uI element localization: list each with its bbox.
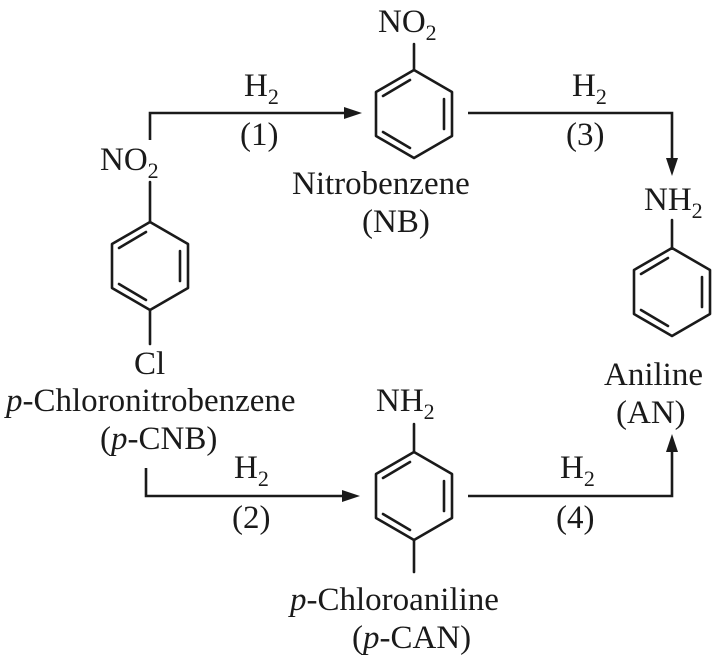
molecule-pcan: NH2 p-Chloroaniline (p-CAN)	[288, 383, 499, 656]
reaction-arrow-3: H2 (3)	[468, 68, 678, 176]
an-name: Aniline	[604, 357, 703, 393]
reaction-2-reagent: H2	[234, 450, 269, 491]
pcnb-benzene-ring	[110, 220, 190, 312]
reaction-4-step: (4)	[556, 500, 594, 536]
pcnb-name: p-Chloronitrobenzene	[4, 383, 296, 419]
reaction-arrow-2: H2 (2)	[144, 450, 360, 536]
reaction-3-reagent: H2	[572, 68, 607, 109]
pcnb-abbreviation: (p-CNB)	[100, 421, 217, 457]
pcnb-nitro-label: NO2	[100, 142, 159, 183]
nb-nitro-label: NO2	[378, 4, 437, 45]
an-benzene-ring	[632, 246, 712, 338]
pcan-benzene-ring	[374, 450, 454, 542]
an-abbreviation: (AN)	[616, 395, 686, 431]
reaction-4-reagent: H2	[560, 450, 595, 491]
reaction-arrow-4: H2 (4)	[468, 434, 678, 536]
nb-abbreviation: (NB)	[362, 204, 430, 240]
reaction-2-step: (2)	[232, 500, 270, 536]
molecule-pcnb: NO2 Cl p-Chloronitrobenzene (p-CNB)	[4, 142, 296, 457]
pcan-abbreviation: (p-CAN)	[352, 620, 471, 656]
reaction-1-step: (1)	[240, 117, 278, 153]
an-amino-label: NH2	[644, 182, 703, 223]
pcnb-chloro-label: Cl	[134, 346, 165, 382]
pcan-amino-label: NH2	[376, 383, 435, 424]
nb-name: Nitrobenzene	[292, 166, 470, 202]
reaction-3-step: (3)	[566, 117, 604, 153]
reaction-1-reagent: H2	[244, 68, 279, 109]
reaction-arrow-1: H2 (1)	[148, 68, 362, 153]
molecule-an: NH2 Aniline (AN)	[604, 182, 712, 431]
nb-benzene-ring	[374, 68, 454, 160]
molecule-nb: NO2 Nitrobenzene (NB)	[292, 4, 470, 240]
pcan-name: p-Chloroaniline	[288, 582, 499, 618]
